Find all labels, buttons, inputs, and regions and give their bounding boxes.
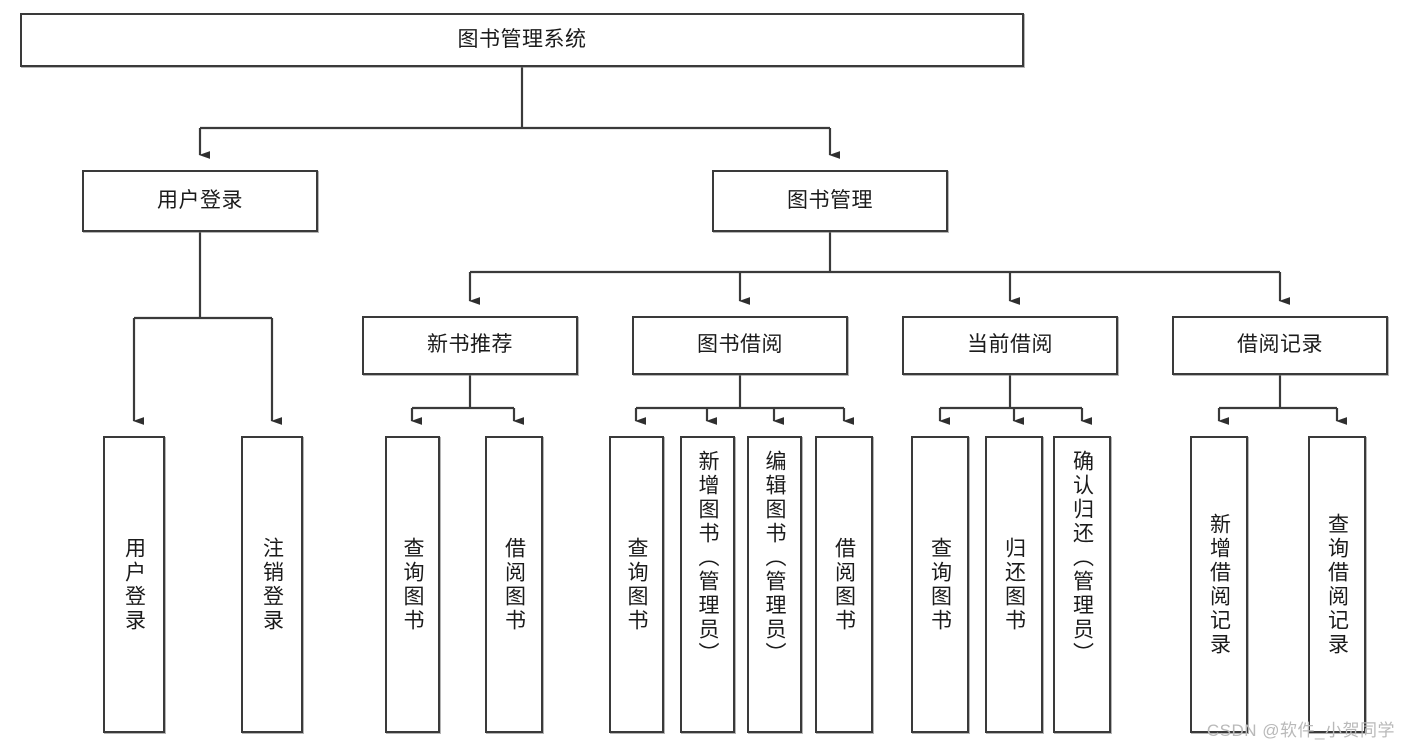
node-leaf-query-book-borrow[interactable]: 查询图书 (609, 436, 664, 733)
node-leaf-edit-book-admin[interactable]: 编辑图书（管理员） (747, 436, 802, 733)
node-label: 当前借阅 (967, 333, 1053, 357)
node-leaf-borrow-book-recommend[interactable]: 借阅图书 (485, 436, 543, 733)
node-label: 新书推荐 (427, 333, 513, 357)
node-leaf-logout[interactable]: 注销登录 (241, 436, 303, 733)
node-label: 借阅图书 (832, 536, 856, 633)
node-label: 用户登录 (157, 188, 243, 212)
watermark-text: CSDN @软件_小贺同学 (1206, 721, 1395, 740)
node-leaf-query-book-recommend[interactable]: 查询图书 (385, 436, 440, 733)
node-label: 图书管理系统 (457, 27, 587, 51)
node-label: 归还图书 (1002, 536, 1026, 633)
node-book-manage[interactable]: 图书管理 (712, 170, 948, 232)
node-label: 编辑图书（管理员） (763, 450, 786, 666)
node-label: 用户登录 (122, 536, 146, 633)
node-leaf-add-book-admin[interactable]: 新增图书（管理员） (680, 436, 735, 733)
node-new-book-recommend[interactable]: 新书推荐 (362, 316, 578, 375)
node-leaf-add-borrow-record[interactable]: 新增借阅记录 (1190, 436, 1248, 733)
node-label: 注销登录 (260, 536, 284, 633)
node-user-login[interactable]: 用户登录 (82, 170, 318, 232)
node-label: 图书借阅 (697, 333, 783, 357)
node-leaf-query-book-current[interactable]: 查询图书 (911, 436, 969, 733)
node-label: 查询图书 (625, 536, 648, 633)
node-borrow-record[interactable]: 借阅记录 (1172, 316, 1388, 375)
node-leaf-borrow-book[interactable]: 借阅图书 (815, 436, 873, 733)
node-label: 查询图书 (401, 536, 424, 633)
node-leaf-return-book[interactable]: 归还图书 (985, 436, 1043, 733)
node-current-borrow[interactable]: 当前借阅 (902, 316, 1118, 375)
node-root-system[interactable]: 图书管理系统 (20, 13, 1024, 67)
node-label: 新增图书（管理员） (696, 450, 719, 666)
node-label: 查询图书 (928, 536, 952, 633)
node-label: 新增借阅记录 (1207, 512, 1231, 657)
node-leaf-query-borrow-record[interactable]: 查询借阅记录 (1308, 436, 1366, 733)
node-label: 确认归还（管理员） (1070, 450, 1094, 666)
node-leaf-user-login[interactable]: 用户登录 (103, 436, 165, 733)
node-label: 查询借阅记录 (1325, 512, 1349, 657)
node-book-borrow[interactable]: 图书借阅 (632, 316, 848, 375)
node-label: 图书管理 (787, 188, 873, 212)
node-leaf-confirm-return-admin[interactable]: 确认归还（管理员） (1053, 436, 1111, 733)
node-label: 借阅图书 (502, 536, 526, 633)
node-label: 借阅记录 (1237, 333, 1323, 357)
